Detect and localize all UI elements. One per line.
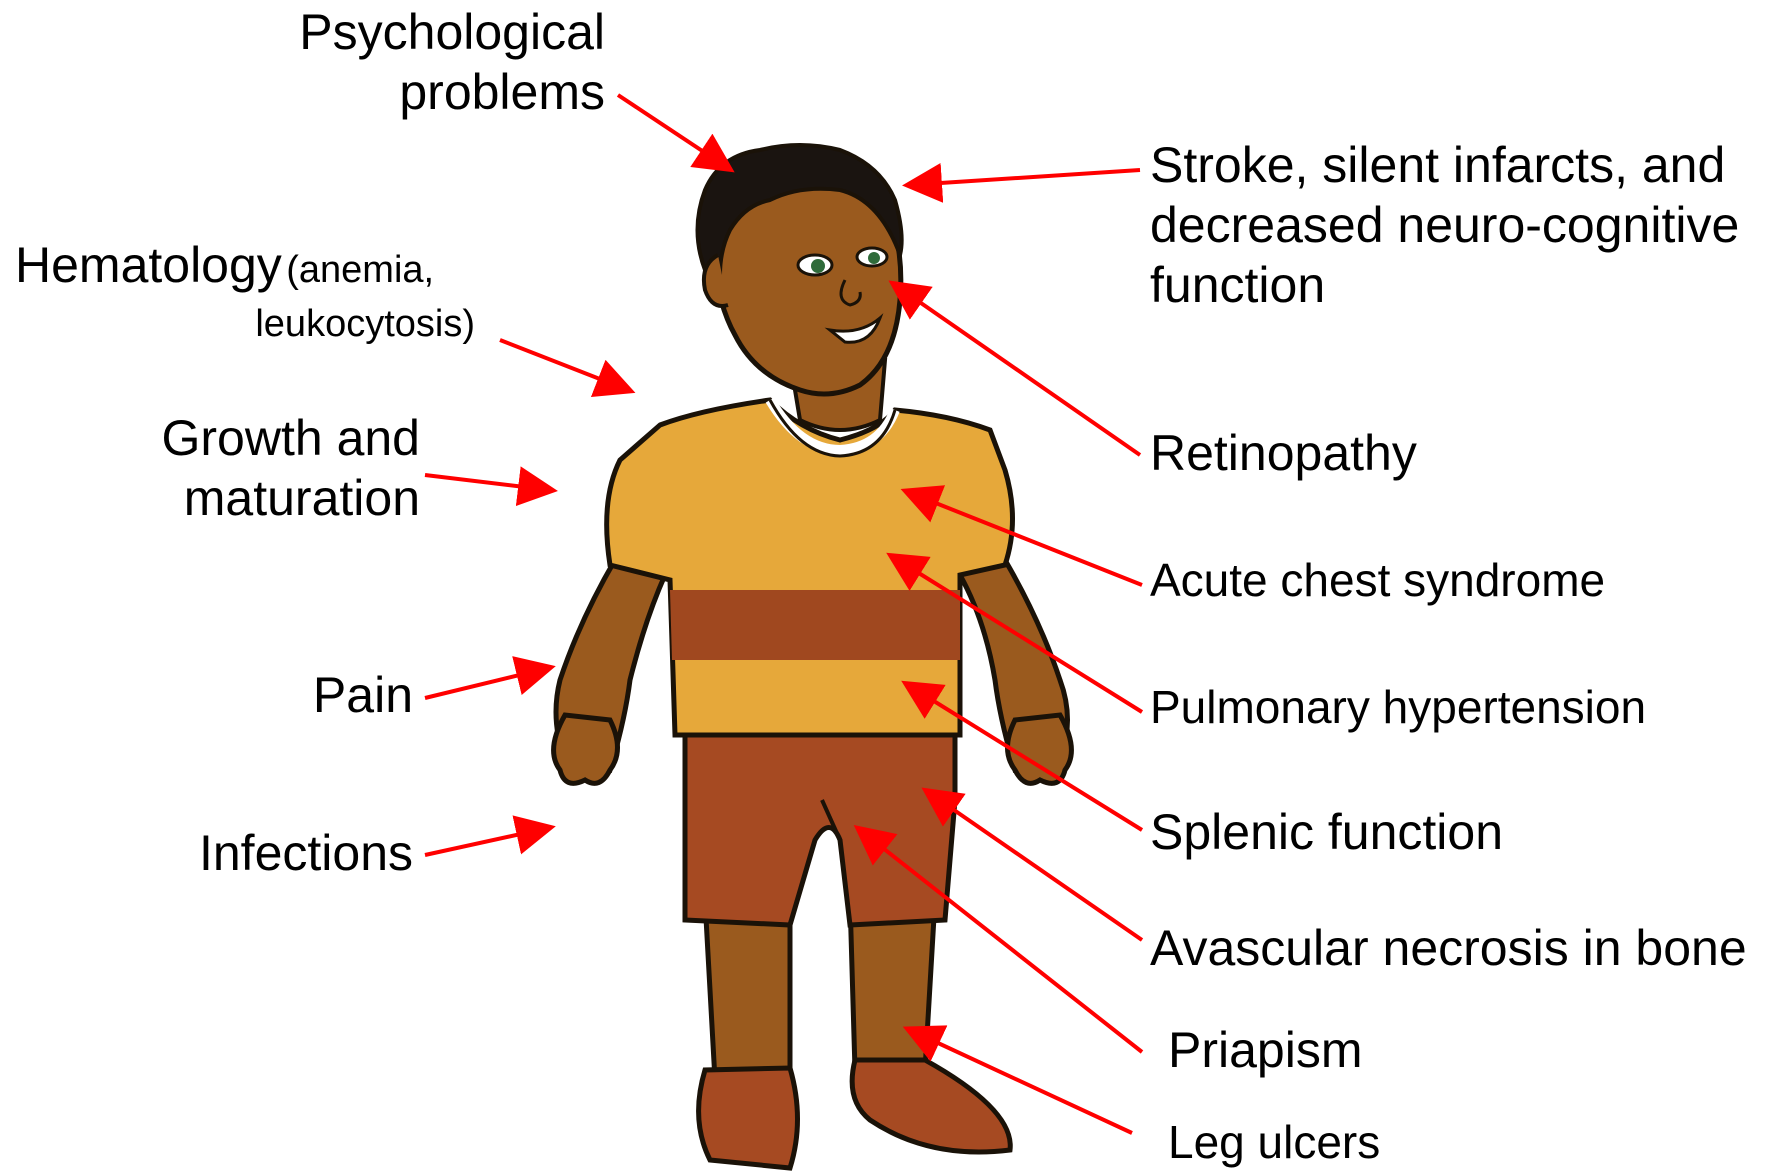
label-psychological: Psychological problems xyxy=(260,2,605,122)
label-psychological-line2: problems xyxy=(260,62,605,122)
label-pain: Pain xyxy=(220,665,413,725)
arrow-icon xyxy=(425,475,550,490)
legs xyxy=(705,900,935,1080)
label-stroke-line1: Stroke, silent infarcts, and xyxy=(1150,135,1739,195)
arrow-icon xyxy=(618,95,728,168)
shirt-stripe xyxy=(670,590,960,660)
label-hematology-paren2: leukocytosis) xyxy=(200,302,475,348)
label-growth-line2: maturation xyxy=(120,468,420,528)
label-growth: Growth and maturation xyxy=(120,408,420,528)
label-infections: Infections xyxy=(150,823,413,883)
shorts xyxy=(685,730,955,925)
label-stroke-line2: decreased neuro-cognitive xyxy=(1150,195,1739,255)
label-splenic: Splenic function xyxy=(1150,802,1503,862)
label-hematology-paren1: (anemia, xyxy=(286,249,434,291)
label-priapism: Priapism xyxy=(1168,1020,1362,1080)
shirt xyxy=(607,400,1013,735)
label-stroke: Stroke, silent infarcts, and decreased n… xyxy=(1150,135,1739,315)
shoes xyxy=(699,1060,1011,1168)
arrow-icon xyxy=(500,340,628,390)
label-stroke-line3: function xyxy=(1150,255,1739,315)
arrow-icon xyxy=(928,792,1142,940)
arrow-icon xyxy=(425,828,548,855)
arrow-icon xyxy=(910,170,1140,185)
label-growth-line1: Growth and xyxy=(120,408,420,468)
label-avascular: Avascular necrosis in bone xyxy=(1150,918,1747,978)
label-hematology-main: Hematology xyxy=(15,237,282,293)
label-hematology: Hematology (anemia, xyxy=(15,235,434,295)
label-leg-ulcers: Leg ulcers xyxy=(1168,1115,1380,1170)
label-acute-chest: Acute chest syndrome xyxy=(1150,553,1605,608)
label-psychological-line1: Psychological xyxy=(260,2,605,62)
label-retinopathy: Retinopathy xyxy=(1150,423,1417,483)
label-pulmonary: Pulmonary hypertension xyxy=(1150,680,1646,735)
arrow-icon xyxy=(425,668,548,698)
